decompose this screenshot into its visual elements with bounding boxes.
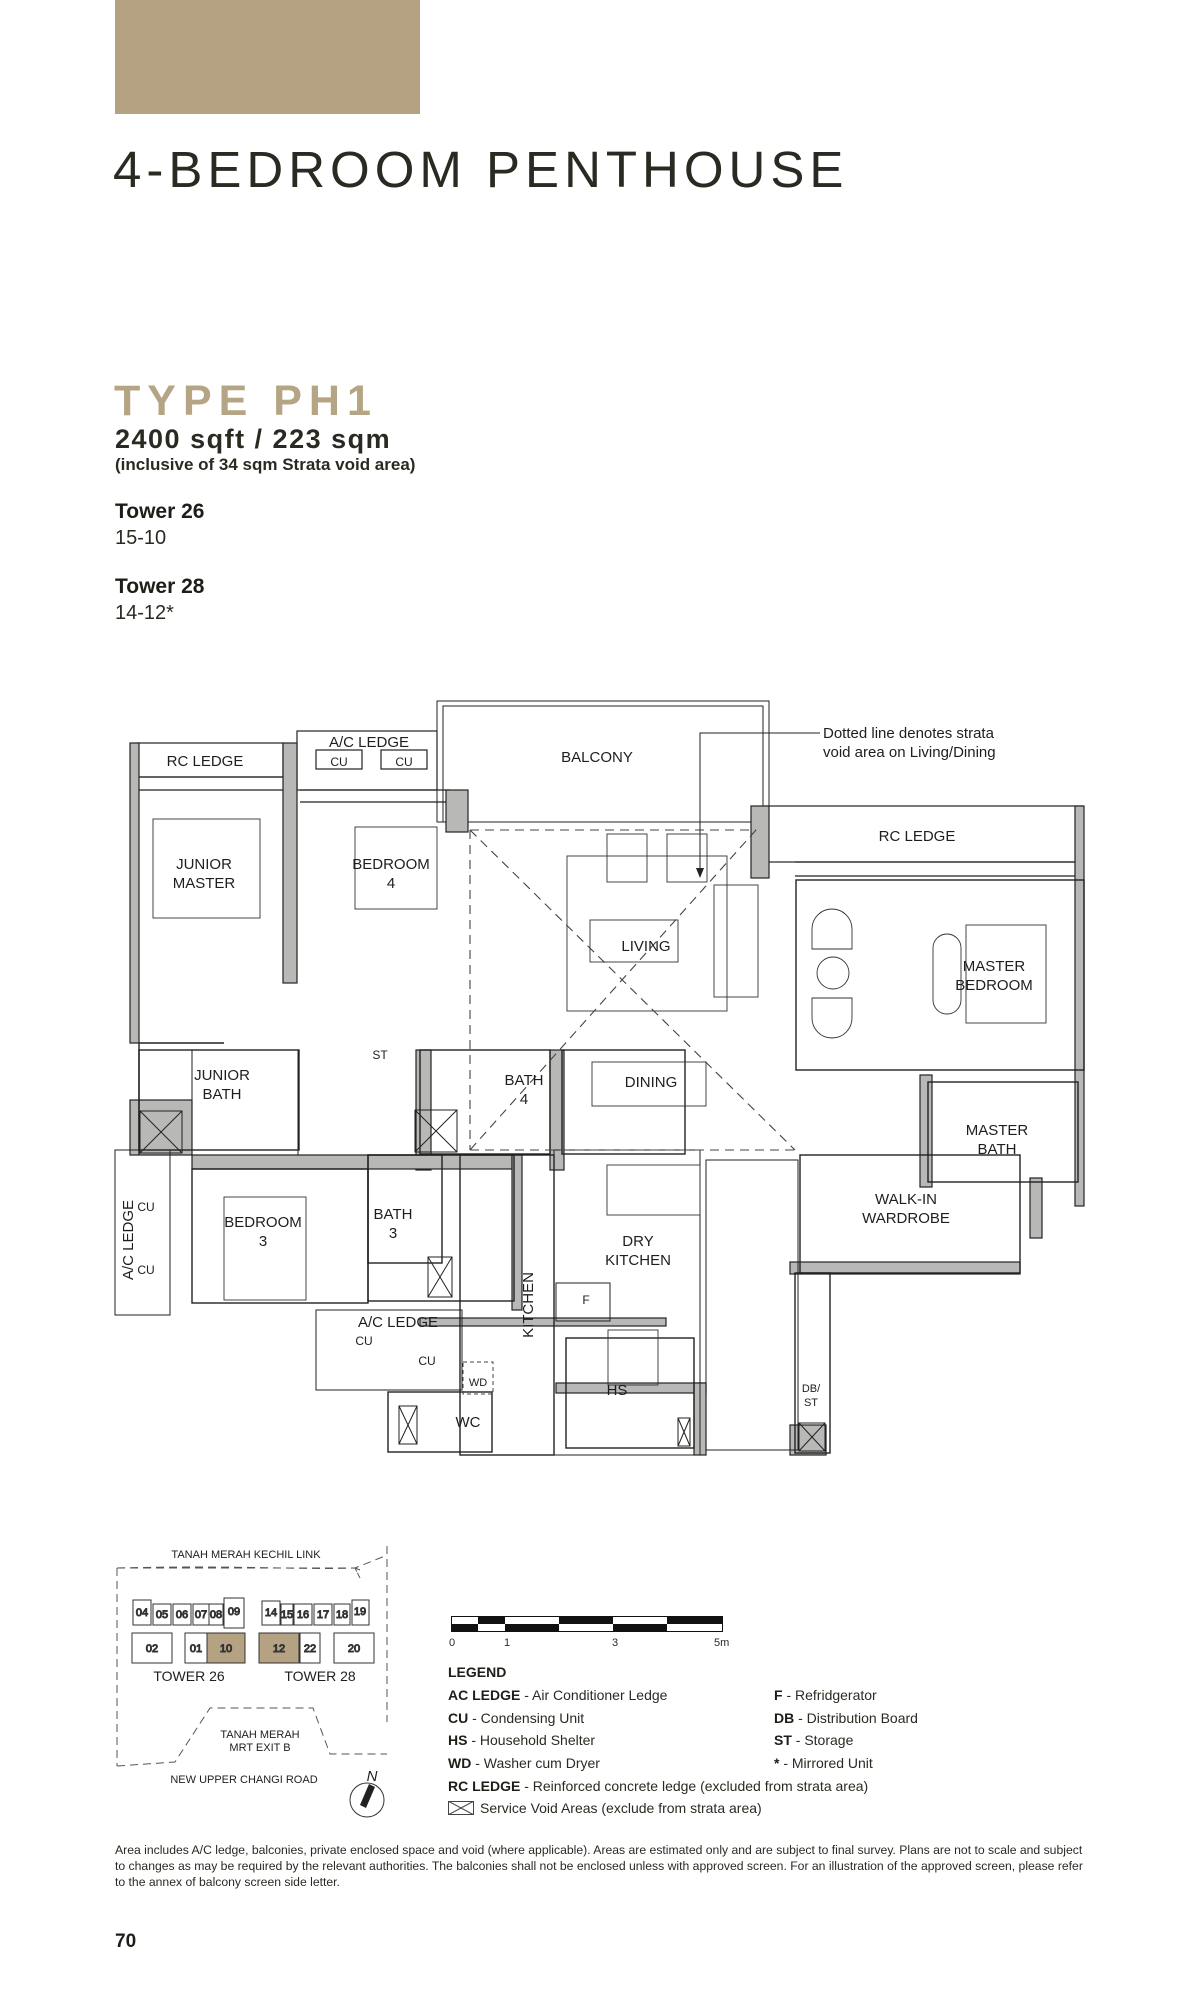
room-label: BALCONY	[561, 749, 633, 766]
road-label: TANAH MERAH KECHIL LINK	[171, 1549, 321, 1561]
room-label: A/C LEDGE	[329, 734, 409, 751]
room-label: WARDROBE	[862, 1210, 950, 1227]
room-label: CU	[137, 1200, 154, 1214]
room-label: CU	[395, 755, 412, 769]
strata-annotation: Dotted line denotes strata	[823, 725, 995, 742]
svg-text:12: 12	[273, 1643, 285, 1655]
room-label: 3	[259, 1233, 267, 1250]
room-label: WD	[469, 1377, 487, 1389]
legend-item: CU - Condensing Unit	[448, 1710, 585, 1726]
legend-item: F - Refridgerator	[774, 1687, 877, 1703]
tower-26-label: TOWER 26	[153, 1668, 225, 1684]
room-label: LIVING	[621, 938, 670, 955]
legend-item: RC LEDGE - Reinforced concrete ledge (ex…	[448, 1778, 869, 1794]
page-number: 70	[115, 1931, 137, 1952]
legend-item: AC LEDGE - Air Conditioner Ledge	[448, 1687, 668, 1703]
svg-text:22: 22	[304, 1643, 316, 1655]
svg-text:20: 20	[348, 1643, 360, 1655]
svg-text:10: 10	[220, 1643, 232, 1655]
room-label: WC	[456, 1414, 481, 1431]
svg-text:01: 01	[190, 1643, 202, 1655]
legend-item: ST - Storage	[774, 1732, 854, 1748]
room-label: MASTER	[966, 1122, 1029, 1139]
north-compass-icon: N	[349, 1768, 385, 1818]
room-label: MASTER	[963, 958, 1026, 975]
room-label: 4	[387, 875, 395, 892]
room-label: A/C LEDGE	[120, 1200, 137, 1280]
svg-text:17: 17	[317, 1609, 329, 1621]
room-label: WALK-IN	[875, 1191, 937, 1208]
tower-units: 15-10	[115, 527, 167, 549]
unit-type-title: TYPE PH1	[114, 377, 378, 425]
room-label: HS	[607, 1382, 628, 1399]
mrt-label: MRT EXIT B	[229, 1742, 290, 1754]
svg-text:09: 09	[228, 1606, 240, 1618]
room-label: KITCHEN	[520, 1272, 537, 1338]
tower-label: Tower 28	[115, 575, 205, 598]
legend-item: * - Mirrored Unit	[774, 1755, 873, 1771]
room-label: BEDROOM	[955, 977, 1033, 994]
room-label: BATH	[978, 1141, 1017, 1158]
room-label: DINING	[625, 1074, 678, 1091]
tower-28-label: TOWER 28	[284, 1668, 356, 1684]
svg-text:02: 02	[146, 1643, 158, 1655]
svg-text:04: 04	[136, 1607, 148, 1619]
room-label: BEDROOM	[352, 856, 430, 873]
disclaimer: Area includes A/C ledge, balconies, priv…	[115, 1843, 1083, 1889]
legend-heading: LEGEND	[448, 1664, 507, 1680]
room-label: CU	[418, 1354, 435, 1368]
svg-text:14: 14	[265, 1607, 277, 1619]
svg-text:07: 07	[195, 1609, 207, 1621]
room-label: DB/	[802, 1383, 821, 1395]
room-label: DRY	[622, 1233, 653, 1250]
room-label: RC LEDGE	[167, 753, 244, 770]
unit-area-note: (inclusive of 34 sqm Strata void area)	[115, 455, 416, 474]
scale-bar	[451, 1616, 723, 1632]
strata-annotation: void area on Living/Dining	[823, 744, 996, 761]
legend-item: WD - Washer cum Dryer	[448, 1755, 600, 1771]
svg-text:16: 16	[297, 1609, 309, 1621]
room-label: BATH	[203, 1086, 242, 1103]
accent-bar	[115, 0, 420, 114]
room-label: 3	[389, 1225, 397, 1242]
svg-text:05: 05	[156, 1609, 168, 1621]
room-label: CU	[137, 1263, 154, 1277]
svg-text:15: 15	[281, 1609, 293, 1621]
room-label: F	[582, 1293, 589, 1307]
svg-text:19: 19	[354, 1606, 366, 1618]
road-label: NEW UPPER CHANGI ROAD	[170, 1774, 317, 1786]
legend-item: HS - Household Shelter	[448, 1732, 596, 1748]
room-label: MASTER	[173, 875, 236, 892]
unit-area: 2400 sqft / 223 sqm	[115, 424, 392, 454]
room-label: 4	[520, 1091, 528, 1108]
legend-item: DB - Distribution Board	[774, 1710, 918, 1726]
room-label: RC LEDGE	[879, 828, 956, 845]
page-title: 4-BEDROOM PENTHOUSE	[113, 141, 849, 198]
room-label: BEDROOM	[224, 1214, 302, 1231]
legend-item: Service Void Areas (exclude from strata …	[448, 1800, 762, 1816]
room-label: ST	[804, 1397, 818, 1409]
room-label: JUNIOR	[176, 856, 232, 873]
room-label: BATH	[374, 1206, 413, 1223]
svg-text:18: 18	[336, 1609, 348, 1621]
room-label: A/C LEDGE	[358, 1314, 438, 1331]
room-label: CU	[355, 1334, 372, 1348]
svg-text:06: 06	[176, 1609, 188, 1621]
svg-text:08: 08	[210, 1609, 222, 1621]
mrt-label: TANAH MERAH	[220, 1729, 299, 1741]
service-void-icon	[448, 1801, 474, 1815]
room-label: BATH	[505, 1072, 544, 1089]
tower-units: 14-12*	[115, 602, 174, 624]
room-label: CU	[330, 755, 347, 769]
svg-text:N: N	[367, 1768, 378, 1785]
room-label: JUNIOR	[194, 1067, 250, 1084]
room-label: ST	[372, 1048, 388, 1062]
tower-label: Tower 26	[115, 500, 205, 523]
room-label: KITCHEN	[605, 1252, 671, 1269]
